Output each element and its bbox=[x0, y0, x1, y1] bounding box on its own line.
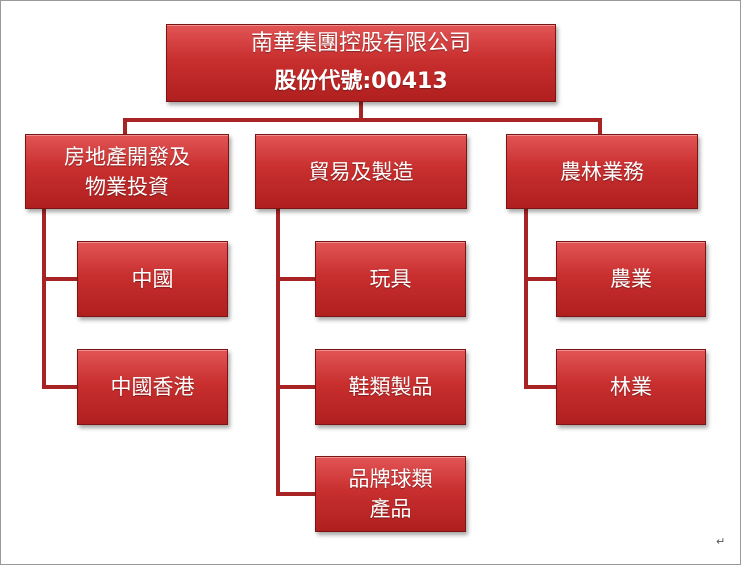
child-footwear-box: 鞋類製品 bbox=[315, 349, 466, 425]
division-agriculture-label: 農林業務 bbox=[560, 159, 644, 184]
root-company-box: 南華集團控股有限公司 股份代號:00413 bbox=[166, 24, 556, 102]
division-property-box: 房地產開發及 物業投資 bbox=[25, 134, 229, 209]
child-forestry-label: 林業 bbox=[610, 375, 652, 399]
child-toys-box: 玩具 bbox=[315, 241, 466, 317]
child-hong-kong-label: 中國香港 bbox=[110, 375, 195, 399]
root-company-name: 南華集團控股有限公司 bbox=[250, 31, 471, 56]
division-property-line2: 物業投資 bbox=[85, 174, 169, 199]
division-property-line1: 房地產開發及 bbox=[64, 144, 190, 169]
child-hong-kong-box: 中國香港 bbox=[77, 349, 228, 425]
root-stock-code: 股份代號:00413 bbox=[274, 69, 448, 94]
child-sport-balls-box: 品牌球類 產品 bbox=[315, 456, 466, 532]
child-farming-label: 農業 bbox=[610, 267, 652, 291]
division-trading-box: 貿易及製造 bbox=[255, 134, 467, 209]
child-china-label: 中國 bbox=[131, 267, 174, 291]
division-trading-label: 貿易及製造 bbox=[308, 159, 414, 184]
child-farming-box: 農業 bbox=[556, 241, 706, 317]
child-china-box: 中國 bbox=[77, 241, 228, 317]
child-footwear-label: 鞋類製品 bbox=[348, 375, 433, 399]
paragraph-mark-icon: ↵ bbox=[716, 535, 726, 548]
child-toys-label: 玩具 bbox=[369, 267, 412, 291]
child-sport-balls-line1: 品牌球類 bbox=[348, 467, 433, 491]
division-agriculture-box: 農林業務 bbox=[506, 134, 698, 209]
child-sport-balls-line2: 產品 bbox=[369, 497, 412, 521]
child-forestry-box: 林業 bbox=[556, 349, 706, 425]
